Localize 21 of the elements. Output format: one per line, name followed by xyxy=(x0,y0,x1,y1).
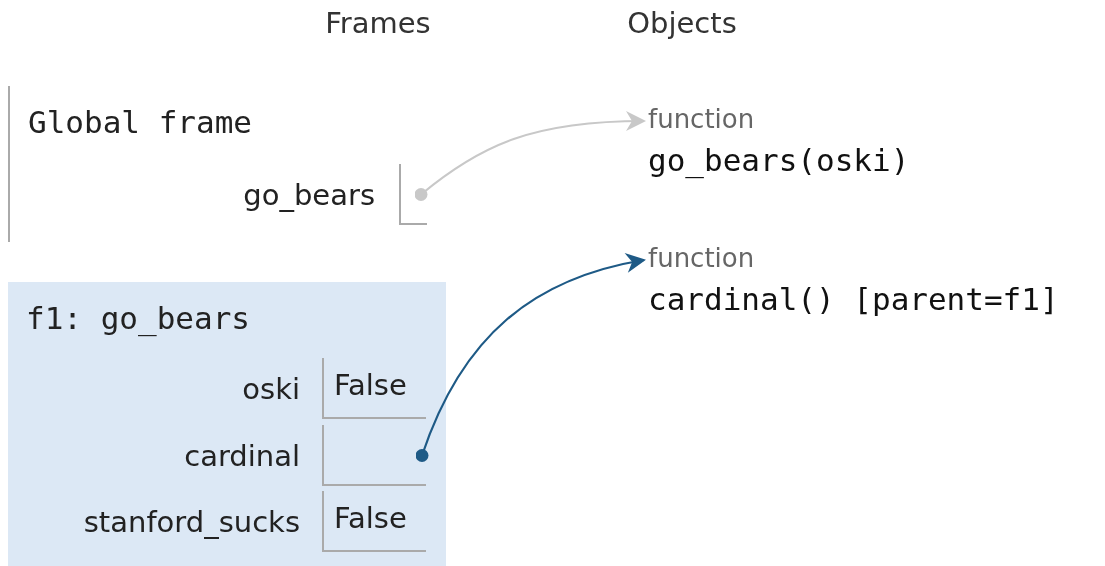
variable-name: go_bears xyxy=(243,178,375,212)
object-type: function xyxy=(648,243,755,273)
value-cell xyxy=(322,358,426,419)
frame-title: Global frame xyxy=(28,104,252,140)
variable-name: stanford_sucks xyxy=(83,505,300,539)
column-heading: Frames xyxy=(324,6,432,40)
value-cell xyxy=(399,164,427,225)
frame-title: f1: go_bears xyxy=(26,300,250,336)
variable-name: cardinal xyxy=(184,439,300,473)
value-cell xyxy=(322,425,426,486)
value-text: False xyxy=(334,501,407,535)
function-signature: go_bears(oski) xyxy=(648,142,910,178)
pointer-arrow xyxy=(415,253,646,462)
column-heading: Objects xyxy=(626,6,738,40)
variable-name: oski xyxy=(242,372,300,406)
frame-box xyxy=(8,282,446,566)
function-signature: cardinal() [parent=f1] xyxy=(648,281,1059,317)
value-text: False xyxy=(334,368,407,402)
value-cell xyxy=(322,491,426,552)
pointer-arrow xyxy=(414,111,646,201)
object-type: function xyxy=(648,104,755,134)
